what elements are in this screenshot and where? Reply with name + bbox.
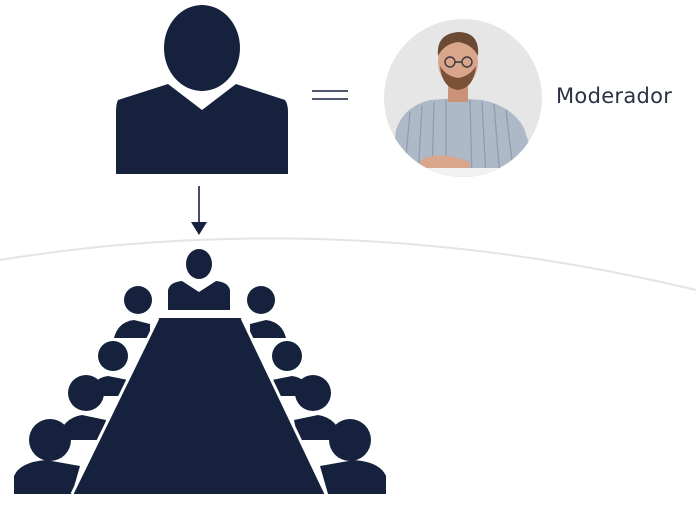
conference-table-icon bbox=[14, 249, 386, 494]
person-silhouette-icon bbox=[116, 5, 288, 174]
attendee-right-4 bbox=[320, 419, 386, 494]
moderator-photo bbox=[384, 19, 542, 177]
divider-curve bbox=[0, 237, 696, 291]
head-seat-person bbox=[168, 249, 230, 310]
attendee-left-4 bbox=[14, 419, 80, 494]
attendee-right-1 bbox=[247, 286, 286, 338]
moderator-label: Moderador bbox=[556, 84, 673, 108]
attendee-left-1 bbox=[114, 286, 152, 338]
arrow-down-icon bbox=[191, 186, 207, 235]
equals-icon bbox=[312, 90, 348, 100]
